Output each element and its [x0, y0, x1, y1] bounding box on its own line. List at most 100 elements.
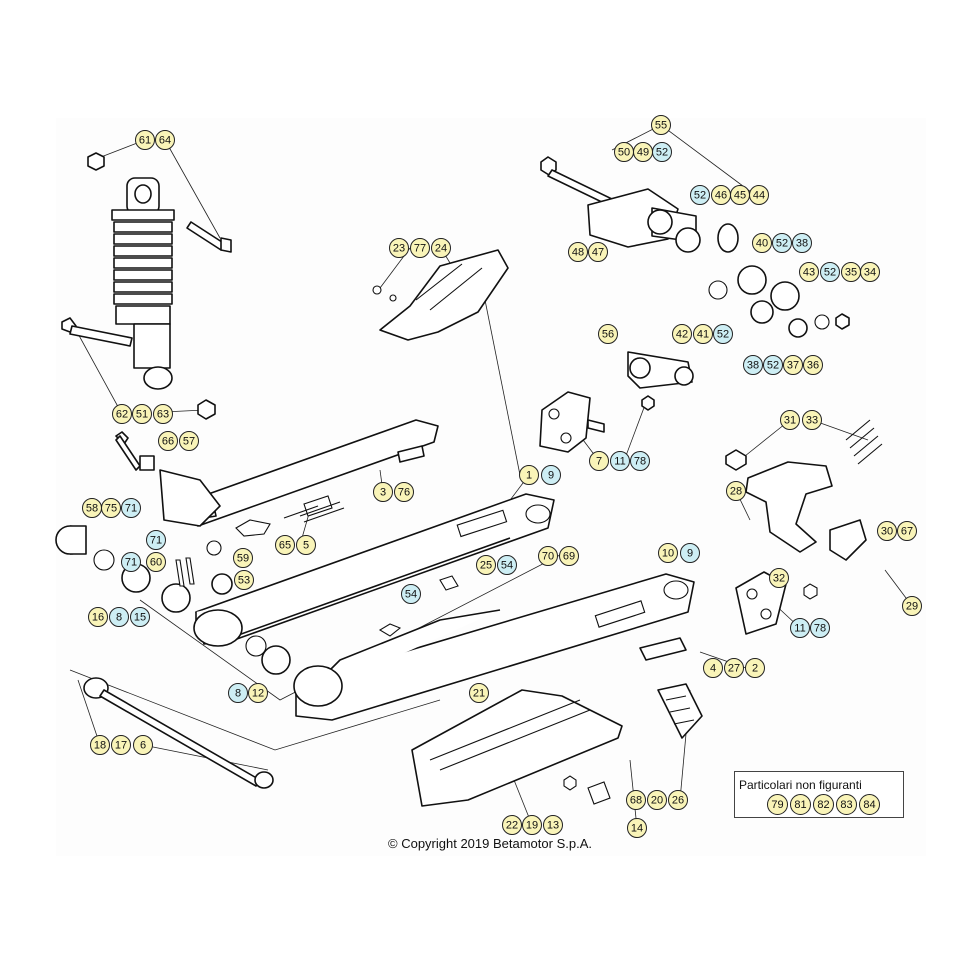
part-callout-78: 78	[810, 618, 830, 638]
chain-guard-upper	[372, 249, 509, 341]
callout-circle	[112, 404, 132, 424]
pivot-axle	[83, 677, 274, 789]
callout-number: 12	[252, 688, 264, 700]
callout-circle	[610, 451, 630, 471]
callout-circle	[769, 568, 789, 588]
part-callout-52: 52	[820, 262, 840, 282]
part-callout-77: 77	[410, 238, 430, 258]
part-callout-9: 9	[680, 543, 700, 563]
callout-circle	[668, 790, 688, 810]
callout-number: 71	[125, 503, 137, 515]
part-callout-58: 58	[82, 498, 102, 518]
callout-number: 16	[92, 612, 104, 624]
callout-circle	[803, 355, 823, 375]
part-callout-42: 42	[672, 324, 692, 344]
callout-number: 54	[405, 589, 417, 601]
callout-circle	[109, 607, 129, 627]
callout-number: 23	[393, 243, 405, 255]
callout-number: 54	[501, 560, 513, 572]
callout-circle	[121, 498, 141, 518]
callout-number: 22	[506, 820, 518, 832]
rocker-linkage	[540, 156, 850, 389]
part-callout-63: 63	[153, 404, 173, 424]
callout-number: 44	[753, 190, 765, 202]
callout-circle	[111, 735, 131, 755]
callout-circle	[589, 451, 609, 471]
callout-number: 29	[906, 601, 918, 613]
part-callout-78: 78	[630, 451, 650, 471]
part-callout-38: 38	[792, 233, 812, 253]
part-callout-32: 32	[769, 568, 789, 588]
part-callout-52: 52	[772, 233, 792, 253]
callout-number: 45	[734, 190, 746, 202]
part-callout-52: 52	[763, 355, 783, 375]
part-callout-67: 67	[897, 521, 917, 541]
callout-circle	[897, 521, 917, 541]
shock-absorber	[61, 152, 232, 420]
part-callout-13: 13	[543, 815, 563, 835]
callout-circle	[598, 324, 618, 344]
part-callout-46: 46	[711, 185, 731, 205]
part-callout-15: 15	[130, 607, 150, 627]
part-callout-31: 31	[780, 410, 800, 430]
part-callout-53: 53	[234, 570, 254, 590]
part-callout-70: 70	[538, 546, 558, 566]
callout-number: 68	[630, 795, 642, 807]
callout-number: 8	[116, 612, 122, 624]
callout-number: 2	[752, 663, 758, 675]
callout-number: 35	[845, 267, 857, 279]
callout-circle	[179, 431, 199, 451]
part-callout-35: 35	[841, 262, 861, 282]
part-callout-41: 41	[693, 324, 713, 344]
part-callout-61: 61	[135, 130, 155, 150]
callout-circle	[410, 238, 430, 258]
callout-number: 31	[784, 415, 796, 427]
part-callout-40: 40	[752, 233, 772, 253]
callout-circle	[497, 555, 517, 575]
callout-number: 52	[776, 238, 788, 250]
part-callout-60: 60	[146, 552, 166, 572]
callout-number: 65	[279, 540, 291, 552]
callout-number: 34	[864, 267, 876, 279]
part-callout-11: 11	[790, 618, 810, 638]
part-callout-19: 19	[522, 815, 542, 835]
callout-circle	[745, 658, 765, 678]
part-callout-17: 17	[111, 735, 131, 755]
legend-items: 79 81 82 83 84	[767, 794, 880, 815]
callout-number: 58	[86, 503, 98, 515]
callout-circle	[627, 818, 647, 838]
callout-circle	[153, 404, 173, 424]
legend-title: Particolari non figuranti	[739, 778, 862, 792]
part-callout-50: 50	[614, 142, 634, 162]
callout-number: 66	[162, 436, 174, 448]
callout-number: 6	[140, 740, 146, 752]
callout-number: 48	[572, 247, 584, 259]
part-callout-20: 20	[647, 790, 667, 810]
callout-circle	[724, 658, 744, 678]
callout-number: 20	[651, 795, 663, 807]
callout-number: 18	[94, 740, 106, 752]
part-callout-56: 56	[598, 324, 618, 344]
part-callout-9: 9	[541, 465, 561, 485]
part-callout-71: 71	[146, 530, 166, 550]
callout-number: 4	[710, 663, 716, 675]
part-callout-29: 29	[902, 596, 922, 616]
part-callout-76: 76	[394, 482, 414, 502]
callout-circle	[476, 555, 496, 575]
callout-number: 70	[542, 551, 554, 563]
callout-circle	[672, 324, 692, 344]
part-callout-18: 18	[90, 735, 110, 755]
callout-circle	[373, 482, 393, 502]
part-callout-47: 47	[588, 242, 608, 262]
part-callout-45: 45	[730, 185, 750, 205]
callout-number: 28	[730, 486, 742, 498]
callout-circle	[799, 262, 819, 282]
part-callout-11: 11	[610, 451, 630, 471]
legend-item: 81	[790, 794, 811, 815]
part-callout-38: 38	[743, 355, 763, 375]
part-callout-66: 66	[158, 431, 178, 451]
part-callout-22: 22	[502, 815, 522, 835]
part-callout-24: 24	[431, 238, 451, 258]
part-callout-48: 48	[568, 242, 588, 262]
callout-number: 63	[157, 409, 169, 421]
